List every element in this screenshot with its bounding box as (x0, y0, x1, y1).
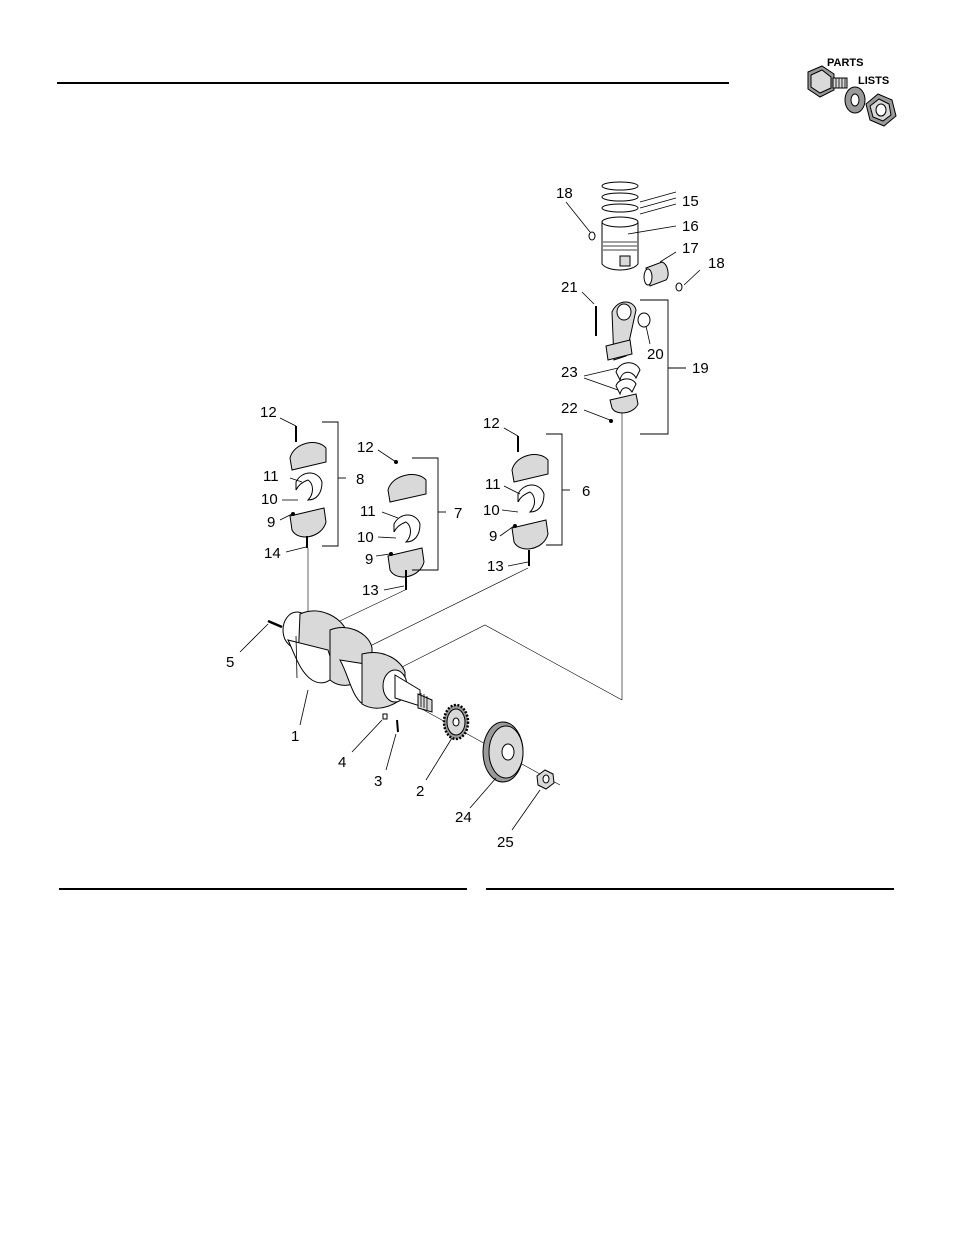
callout-11-group7: 11 (360, 503, 376, 520)
bearing-group-7 (388, 460, 426, 590)
callout-18-left: 18 (556, 185, 573, 202)
callout-19: 19 (692, 360, 709, 377)
rod-cap-22 (609, 394, 638, 423)
key-4 (383, 714, 387, 719)
callout-5: 5 (226, 654, 234, 671)
callout-22: 22 (561, 400, 578, 417)
leader-lines (240, 192, 700, 830)
callout-12-group6: 12 (483, 415, 500, 432)
piston-pin-17 (644, 262, 668, 286)
bearing-group-6 (512, 436, 548, 566)
callout-15: 15 (682, 193, 699, 210)
gear-2 (444, 705, 468, 739)
callout-12-group7: 12 (357, 439, 374, 456)
callout-7: 7 (454, 505, 462, 522)
callout-9-group7: 9 (365, 551, 373, 568)
rod-bushing-20 (638, 313, 650, 327)
callout-8: 8 (356, 471, 364, 488)
callout-2: 2 (416, 783, 424, 800)
callout-11-group6: 11 (485, 476, 501, 493)
callout-18-right: 18 (708, 255, 725, 272)
bearing-group-8 (290, 426, 326, 548)
callout-17: 17 (682, 240, 699, 257)
callout-13-group6: 13 (487, 558, 504, 575)
callout-10-group7: 10 (357, 529, 374, 546)
connecting-rod-19 (606, 302, 636, 360)
pin-3 (397, 720, 398, 732)
callout-4: 4 (338, 754, 346, 771)
callout-25: 25 (497, 834, 514, 851)
callout-21: 21 (561, 279, 578, 296)
plug-5 (268, 621, 282, 627)
callout-11-group8: 11 (263, 468, 279, 485)
callout-13-group7: 13 (362, 582, 379, 599)
callout-16: 16 (682, 218, 699, 235)
callout-24: 24 (455, 809, 472, 826)
callout-6: 6 (582, 483, 590, 500)
callout-10-group8: 10 (261, 491, 278, 508)
callout-14: 14 (264, 545, 281, 562)
clip-18-right (676, 283, 682, 291)
callout-10-group6: 10 (483, 502, 500, 519)
logo-line2: LISTS (858, 75, 889, 87)
group-brackets (322, 300, 686, 570)
piston-16 (602, 217, 638, 270)
callout-12-group8: 12 (260, 404, 277, 421)
callout-3: 3 (374, 773, 382, 790)
rod-bearings-23 (616, 363, 640, 394)
callout-23: 23 (561, 364, 578, 381)
pulley-24 (483, 722, 523, 782)
piston-rings-15 (602, 182, 638, 212)
nut-25 (537, 770, 554, 789)
clip-18-left (589, 232, 595, 240)
callout-9-group6: 9 (489, 528, 497, 545)
callout-1: 1 (291, 728, 299, 745)
callout-20: 20 (647, 346, 664, 363)
parts-lists-logo: PARTS LISTS (808, 57, 896, 126)
logo-line1: PARTS (827, 57, 863, 69)
callout-9-group8: 9 (267, 514, 275, 531)
